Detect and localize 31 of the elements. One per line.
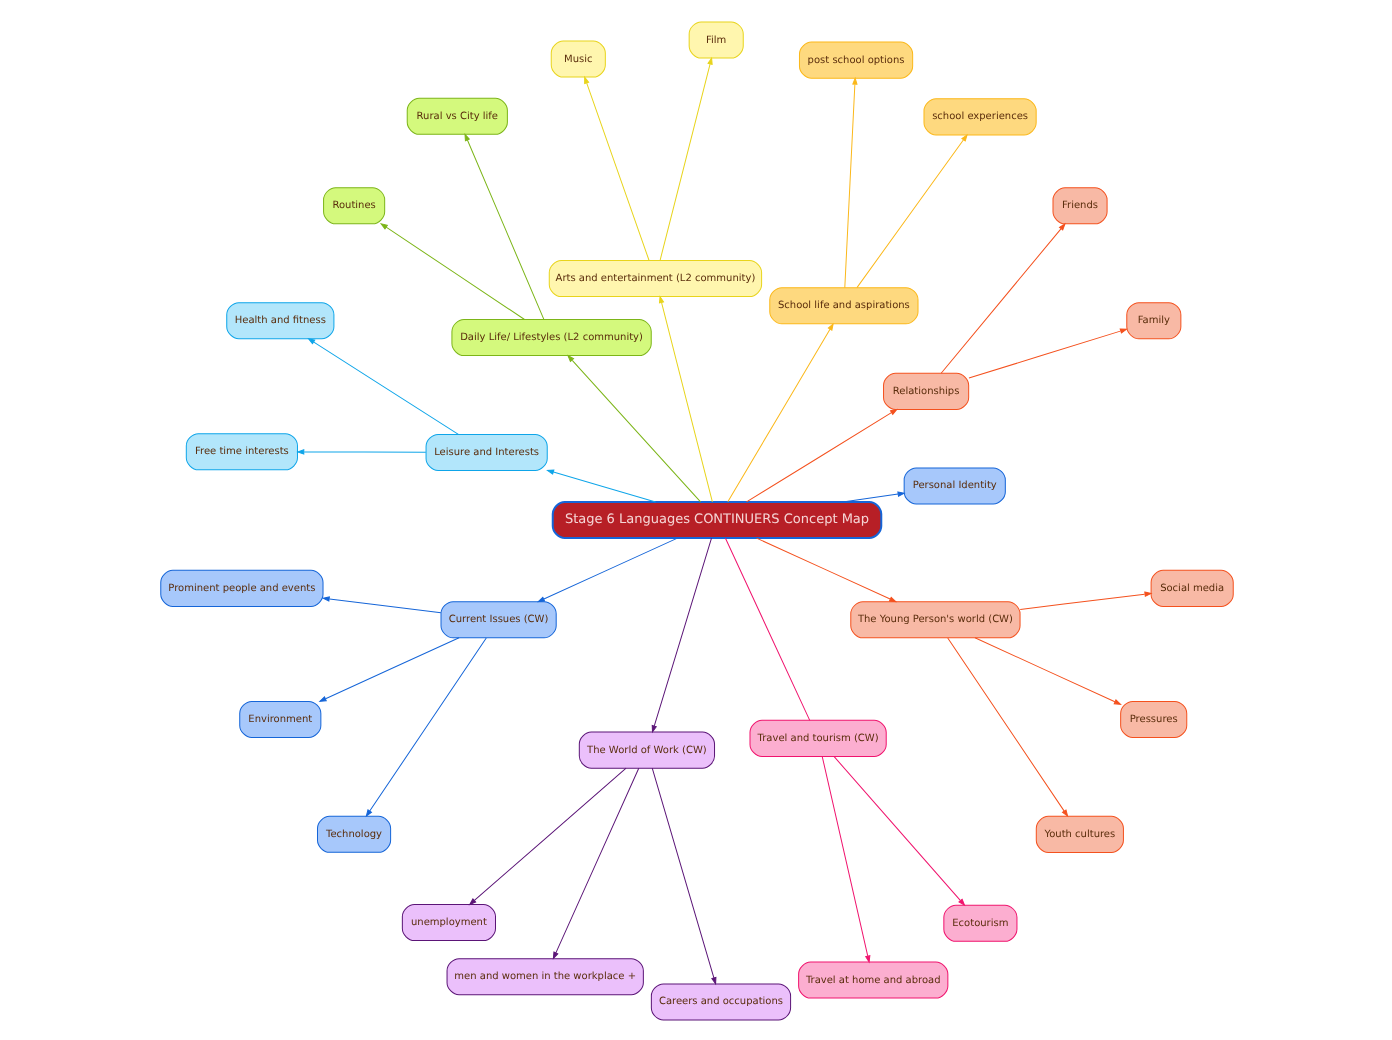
arrow <box>967 327 1127 378</box>
arrow <box>650 766 716 984</box>
arrow <box>364 636 486 816</box>
arrow <box>939 222 1065 373</box>
arrow <box>468 766 626 904</box>
arrow <box>946 636 1068 816</box>
arrow <box>321 595 441 613</box>
arrow <box>658 295 712 502</box>
arrow <box>820 755 870 962</box>
arrow <box>843 76 857 288</box>
arrow <box>551 766 639 958</box>
arrow <box>855 133 967 288</box>
arrow <box>726 322 833 502</box>
arrow <box>755 536 896 602</box>
arrow <box>583 75 649 260</box>
arrow <box>1018 590 1151 609</box>
arrow <box>745 407 897 502</box>
arrow <box>650 536 711 732</box>
arrow <box>318 636 459 701</box>
connector <box>723 536 810 720</box>
arrow <box>296 448 426 454</box>
arrow <box>566 354 701 502</box>
arrow <box>973 636 1121 704</box>
arrow <box>379 222 525 319</box>
arrow <box>546 468 656 502</box>
arrow <box>307 337 458 434</box>
arrow <box>832 754 964 905</box>
arrow <box>841 490 904 502</box>
arrow <box>536 536 677 602</box>
arrow <box>463 132 544 319</box>
arrow <box>658 56 712 260</box>
